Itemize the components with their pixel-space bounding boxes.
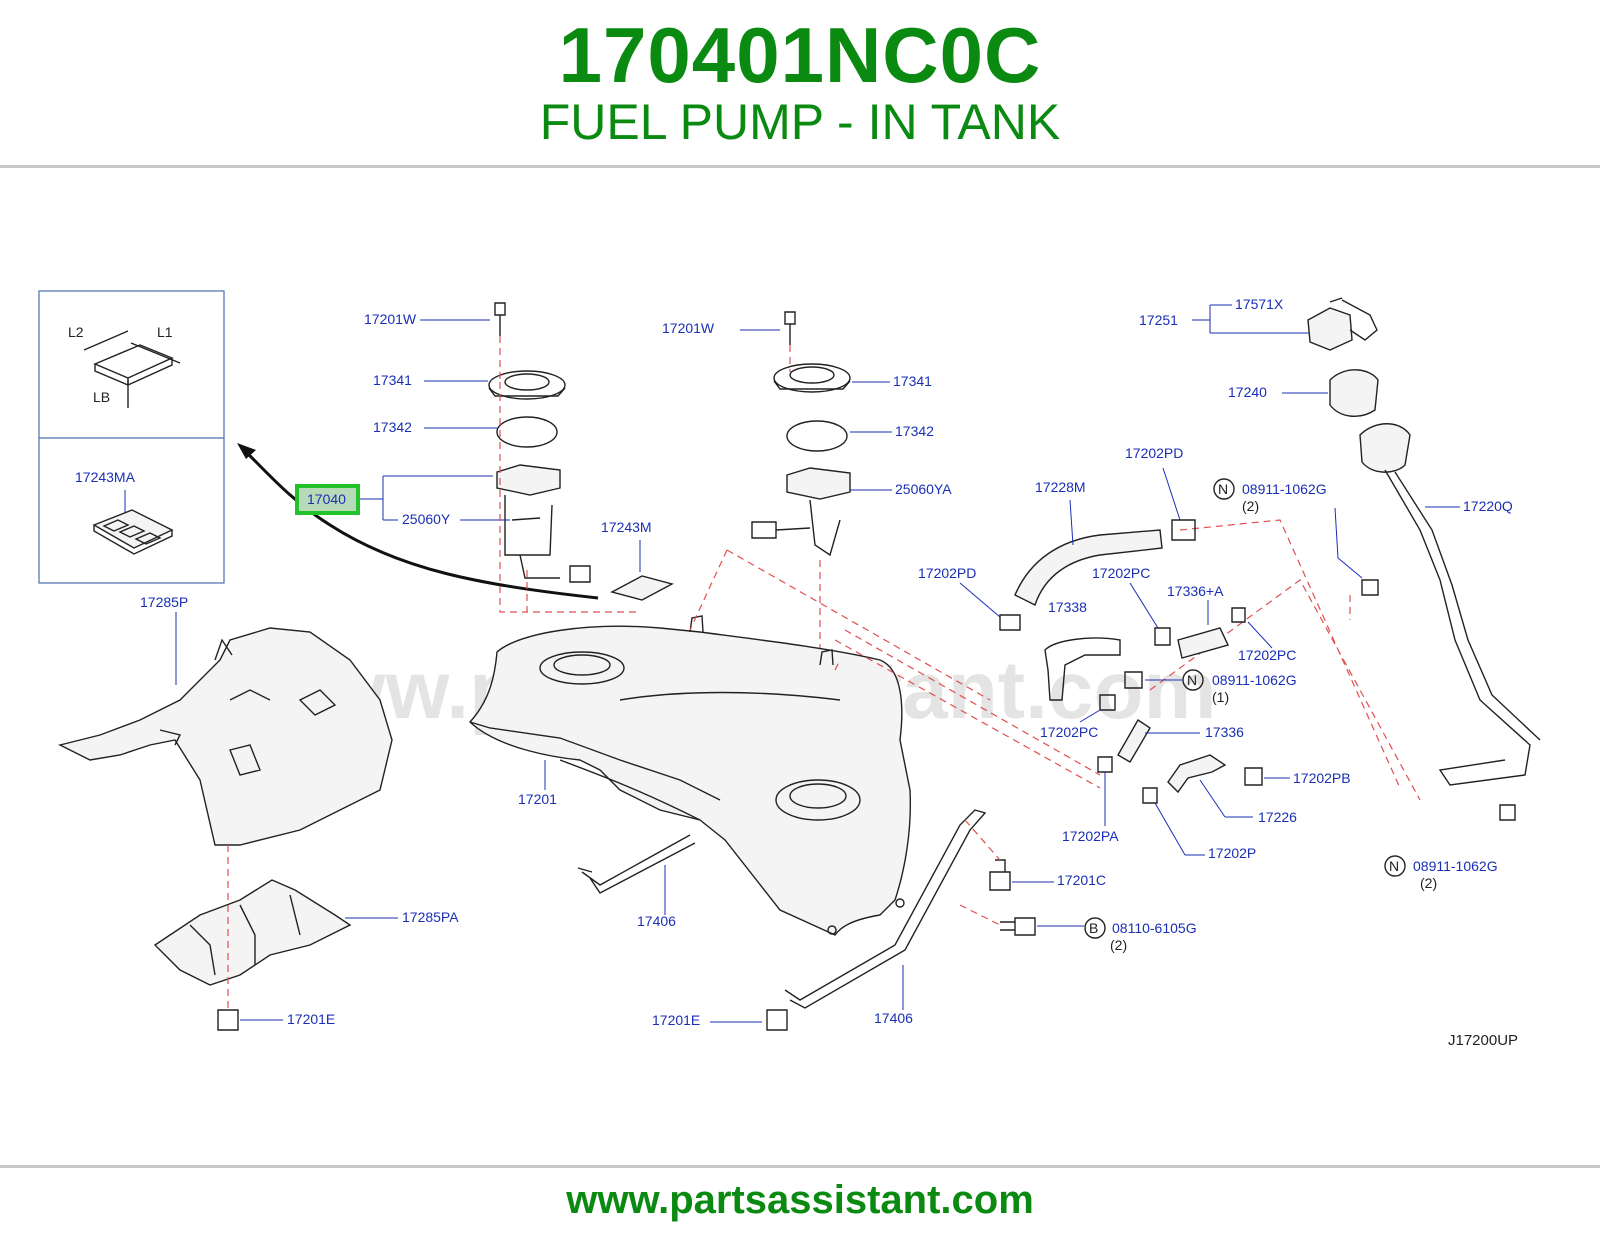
label-17202pb: 17202PB <box>1293 770 1351 786</box>
label-17406-lower: 17406 <box>874 1010 913 1026</box>
qty-08911-upper: (2) <box>1242 498 1259 514</box>
label-17201e-middle: 17201E <box>652 1012 700 1028</box>
label-08110-6105g: 08110-6105G <box>1112 920 1197 936</box>
label-17243m: 17243M <box>601 519 652 535</box>
label-17285p: 17285P <box>140 594 188 610</box>
label-17285pa: 17285PA <box>402 909 459 925</box>
label-17251: 17251 <box>1139 312 1178 328</box>
label-17336a: 17336+A <box>1167 583 1224 599</box>
label-17226: 17226 <box>1258 809 1297 825</box>
dim-lb: LB <box>93 389 110 405</box>
dim-l2: L2 <box>68 324 84 340</box>
marker-n-upper: N <box>1218 481 1228 497</box>
hoses-and-clamps: N 08911-1062G (2) 17202PD 17228M 17202PD… <box>918 445 1379 861</box>
label-17202p: 17202P <box>1208 845 1256 861</box>
dim-l1: L1 <box>157 324 173 340</box>
label-17202pc-right: 17202PC <box>1238 647 1296 663</box>
label-17201: 17201 <box>518 791 557 807</box>
label-17243ma: 17243MA <box>75 469 136 485</box>
label-17202pa: 17202PA <box>1062 828 1119 844</box>
highlight-box-17040 <box>295 484 360 515</box>
label-17341-left: 17341 <box>373 372 412 388</box>
footer-url[interactable]: www.partsassistant.com <box>566 1178 1034 1222</box>
label-17201w-left: 17201W <box>364 311 417 327</box>
heat-shields: 17285P 17285PA 17201E <box>57 594 459 1031</box>
page-header: 170401NC0C FUEL PUMP - IN TANK <box>0 0 1600 168</box>
label-17571x: 17571X <box>1235 296 1284 312</box>
pump-assembly-left: 17201W 17341 17342 17040 25060Y 17243M <box>295 302 674 613</box>
qty-08911-middle: (1) <box>1212 689 1229 705</box>
label-17040[interactable]: 17040 <box>307 491 346 507</box>
label-08911-1062g-middle: 08911-1062G <box>1212 672 1297 688</box>
label-17201c: 17201C <box>1057 872 1106 888</box>
diagram-code: J17200UP <box>1448 1032 1518 1049</box>
label-08911-1062g-upper: 08911-1062G <box>1242 481 1327 497</box>
part-number-title: 170401NC0C <box>558 11 1042 99</box>
label-17342-right: 17342 <box>895 423 934 439</box>
label-25060ya: 25060YA <box>895 481 952 497</box>
label-17202pd-top: 17202PD <box>1125 445 1183 461</box>
label-17202pd-mid: 17202PD <box>918 565 976 581</box>
label-17336: 17336 <box>1205 724 1244 740</box>
parts-diagram: www.partsassistant.com L2 L1 LB 17243MA … <box>38 290 1541 1049</box>
pump-assembly-right: 17201W 17341 17342 25060YA <box>662 311 952 800</box>
label-17342-left: 17342 <box>373 419 412 435</box>
marker-n-lower: N <box>1389 858 1399 874</box>
marker-n-middle: N <box>1187 672 1197 688</box>
label-25060y: 25060Y <box>402 511 451 527</box>
label-08911-1062g-lower: 08911-1062G <box>1413 858 1498 874</box>
label-17220q: 17220Q <box>1463 498 1513 514</box>
label-17202pc-lower: 17202PC <box>1040 724 1098 740</box>
part-description: FUEL PUMP - IN TANK <box>539 94 1061 150</box>
inset-box: L2 L1 LB 17243MA <box>38 290 225 584</box>
header-divider <box>0 165 1600 168</box>
marker-b: B <box>1089 920 1098 936</box>
label-17228m: 17228M <box>1035 479 1086 495</box>
label-17201w-right: 17201W <box>662 320 715 336</box>
label-17202pc-top: 17202PC <box>1092 565 1150 581</box>
filler-assembly: 17571X 17251 17240 17220Q N 08911-1062G … <box>1139 296 1541 891</box>
label-17406-upper: 17406 <box>637 913 676 929</box>
tank-straps: 17406 17406 17201E 17201C B 08110-6105G … <box>577 809 1197 1031</box>
qty-08911-lower: (2) <box>1420 875 1437 891</box>
label-17341-right: 17341 <box>893 373 932 389</box>
footer-divider <box>0 1165 1600 1168</box>
label-17240: 17240 <box>1228 384 1267 400</box>
fuel-tank: 17201 <box>469 382 1101 936</box>
label-17201e-left: 17201E <box>287 1011 335 1027</box>
qty-08110: (2) <box>1110 937 1127 953</box>
label-17338: 17338 <box>1048 599 1087 615</box>
